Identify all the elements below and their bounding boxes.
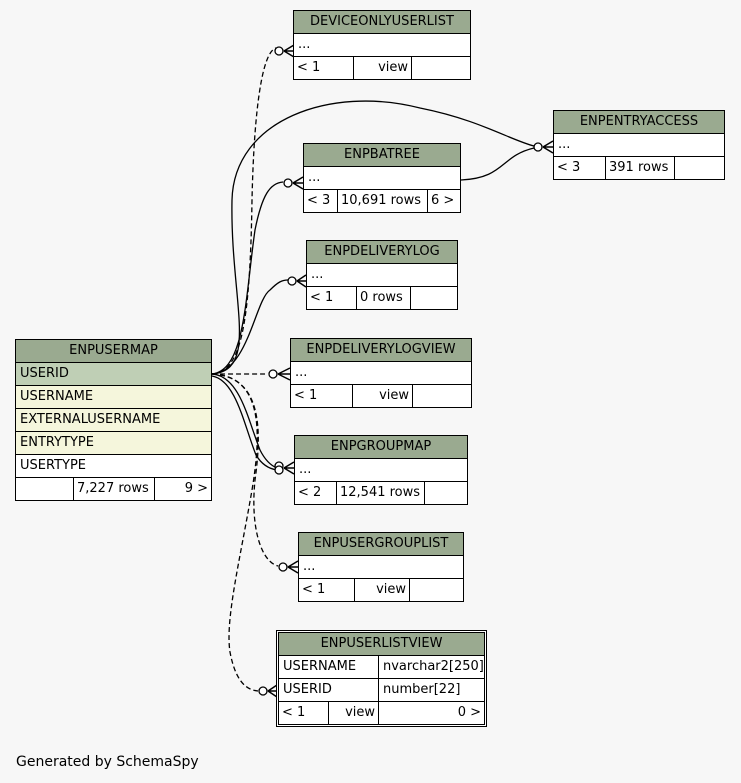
row-count: 7,227 rows [74, 478, 155, 500]
parents-count: < 1 [299, 579, 355, 601]
row-count: 391 rows [606, 157, 675, 179]
row-count: view [355, 579, 410, 601]
column-row-username: USERNAME nvarchar2[250] [279, 656, 484, 679]
link-enpentryaccess [211, 100, 535, 375]
table-title[interactable]: ENPUSERLISTVIEW [279, 633, 484, 656]
children-count: 9 > [184, 481, 208, 496]
table-footer: < 3 391 rows [554, 157, 724, 179]
table-deviceonlyuserlist[interactable]: DEVICEONLYUSERLIST ... < 1 view [293, 10, 471, 80]
columns-ellipsis: ... [307, 264, 457, 287]
column-row-userid: USERID number[22] [279, 679, 484, 702]
children-count: 6 > [431, 193, 455, 208]
column-type: number[22] [383, 682, 461, 697]
children-count [411, 287, 457, 309]
table-footer: < 2 12,541 rows [295, 482, 467, 504]
table-footer: < 1 view [291, 385, 471, 407]
parents-count: < 1 [279, 702, 329, 724]
parents-count: < 2 [295, 482, 337, 504]
columns-ellipsis: ... [295, 459, 467, 482]
link-enpbatree [211, 181, 284, 375]
table-footer: < 3 10,691 rows 6 > [304, 190, 460, 212]
column-userid: USERID [16, 363, 211, 386]
columns-ellipsis: ... [554, 134, 724, 157]
children-count [425, 482, 467, 504]
table-title[interactable]: ENPDELIVERYLOGVIEW [291, 339, 471, 362]
generated-by-credit: Generated by SchemaSpy [16, 754, 199, 770]
row-count: 12,541 rows [337, 482, 425, 504]
link-enpdeliverylog [211, 279, 289, 375]
column-externalusername: EXTERNALUSERNAME [16, 409, 211, 432]
table-title[interactable]: ENPGROUPMAP [295, 436, 467, 459]
table-footer: < 1 view [294, 57, 470, 79]
column-username: USERNAME [16, 386, 211, 409]
table-enpuserlistview[interactable]: ENPUSERLISTVIEW USERNAME nvarchar2[250] … [276, 630, 487, 727]
column-name: USERID [279, 679, 379, 701]
column-name: USERNAME [279, 656, 379, 678]
relationship-end-circles [258, 46, 543, 696]
children-count [412, 57, 470, 79]
link-enpbatree-enpentryaccess [460, 147, 535, 181]
children-count [410, 579, 463, 601]
table-enpusergrouplist[interactable]: ENPUSERGROUPLIST ... < 1 view [298, 532, 464, 602]
relationship-crowfeet [267, 44, 554, 698]
parents-count [16, 478, 74, 500]
table-enpdeliverylog[interactable]: ENPDELIVERYLOG ... < 1 0 rows [306, 240, 458, 310]
row-count: view [329, 702, 379, 724]
columns-ellipsis: ... [291, 362, 471, 385]
link-enpuserlistview [211, 373, 259, 692]
table-title[interactable]: DEVICEONLYUSERLIST [294, 11, 470, 34]
link-enpgroupmap-2 [211, 375, 278, 471]
table-enpusermap[interactable]: ENPUSERMAP USERID USERNAME EXTERNALUSERN… [15, 339, 212, 501]
table-enpgroupmap[interactable]: ENPGROUPMAP ... < 2 12,541 rows [294, 435, 468, 505]
table-enpentryaccess[interactable]: ENPENTRYACCESS ... < 3 391 rows [553, 110, 725, 180]
children-count [675, 157, 724, 179]
columns-ellipsis: ... [294, 34, 470, 57]
table-footer: < 1 0 rows [307, 287, 457, 309]
row-count: 10,691 rows [338, 190, 428, 212]
table-footer: < 1 view [299, 579, 463, 601]
parents-count: < 1 [294, 57, 354, 79]
parents-count: < 1 [307, 287, 357, 309]
columns-ellipsis: ... [299, 556, 463, 579]
column-usertype: USERTYPE [16, 455, 211, 478]
parents-count: < 3 [304, 190, 338, 212]
table-title[interactable]: ENPENTRYACCESS [554, 111, 724, 134]
link-enpusergrouplist [211, 373, 279, 567]
column-entrytype: ENTRYTYPE [16, 432, 211, 455]
link-deviceonlyuserlist [211, 47, 277, 375]
parents-count: < 3 [554, 157, 606, 179]
table-footer: 7,227 rows 9 > [16, 478, 211, 500]
row-count: view [353, 385, 413, 407]
table-title[interactable]: ENPBATREE [304, 144, 460, 167]
table-title[interactable]: ENPUSERMAP [16, 340, 211, 363]
table-title[interactable]: ENPUSERGROUPLIST [299, 533, 463, 556]
table-footer: < 1 view 0 > [279, 702, 484, 724]
table-enpbatree[interactable]: ENPBATREE ... < 3 10,691 rows 6 > [303, 143, 461, 213]
column-type: nvarchar2[250] [383, 659, 484, 674]
children-count [413, 385, 471, 407]
row-count: view [354, 57, 412, 79]
children-count: 0 > [457, 705, 481, 720]
columns-ellipsis: ... [304, 167, 460, 190]
table-enpdeliverylogview[interactable]: ENPDELIVERYLOGVIEW ... < 1 view [290, 338, 472, 408]
parents-count: < 1 [291, 385, 353, 407]
table-title[interactable]: ENPDELIVERYLOG [307, 241, 457, 264]
row-count: 0 rows [357, 287, 411, 309]
